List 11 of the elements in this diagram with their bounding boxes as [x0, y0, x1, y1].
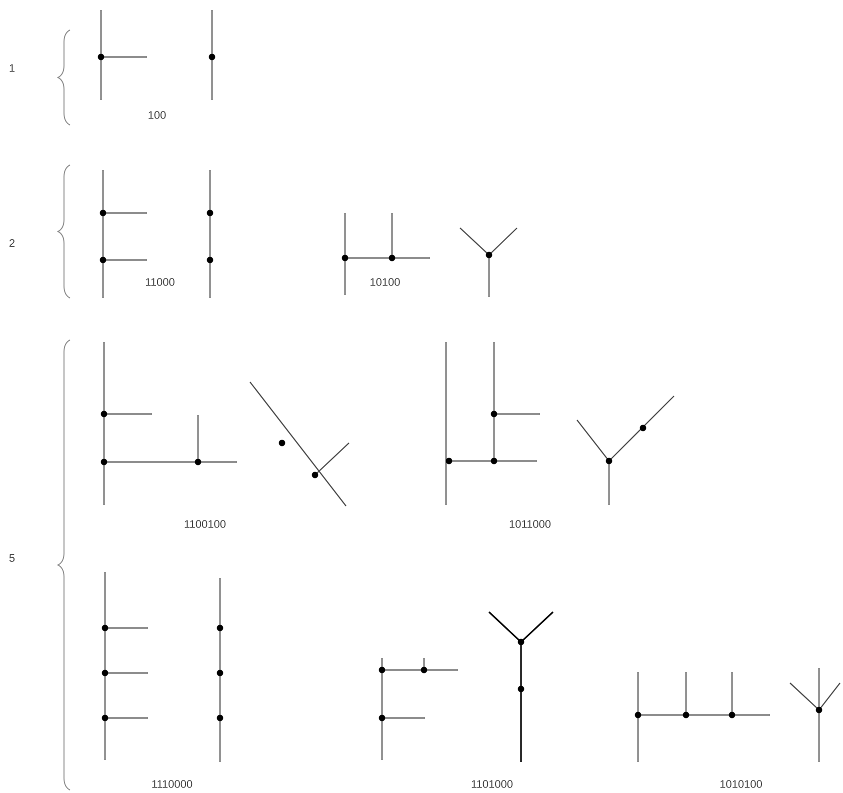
code-label: 1110000 [152, 780, 192, 788]
group-number: 2 [10, 239, 14, 247]
code-label: 11000 [146, 278, 174, 286]
code-label: 10100 [370, 278, 400, 286]
group-number: 5 [9, 554, 15, 562]
code-label: 1100100 [184, 520, 226, 528]
code-label: 100 [148, 111, 166, 119]
group-number: 1 [10, 64, 15, 72]
code-label: 1011000 [510, 520, 551, 528]
code-label: 1101000 [472, 780, 513, 788]
code-label: 1010100 [720, 780, 762, 788]
